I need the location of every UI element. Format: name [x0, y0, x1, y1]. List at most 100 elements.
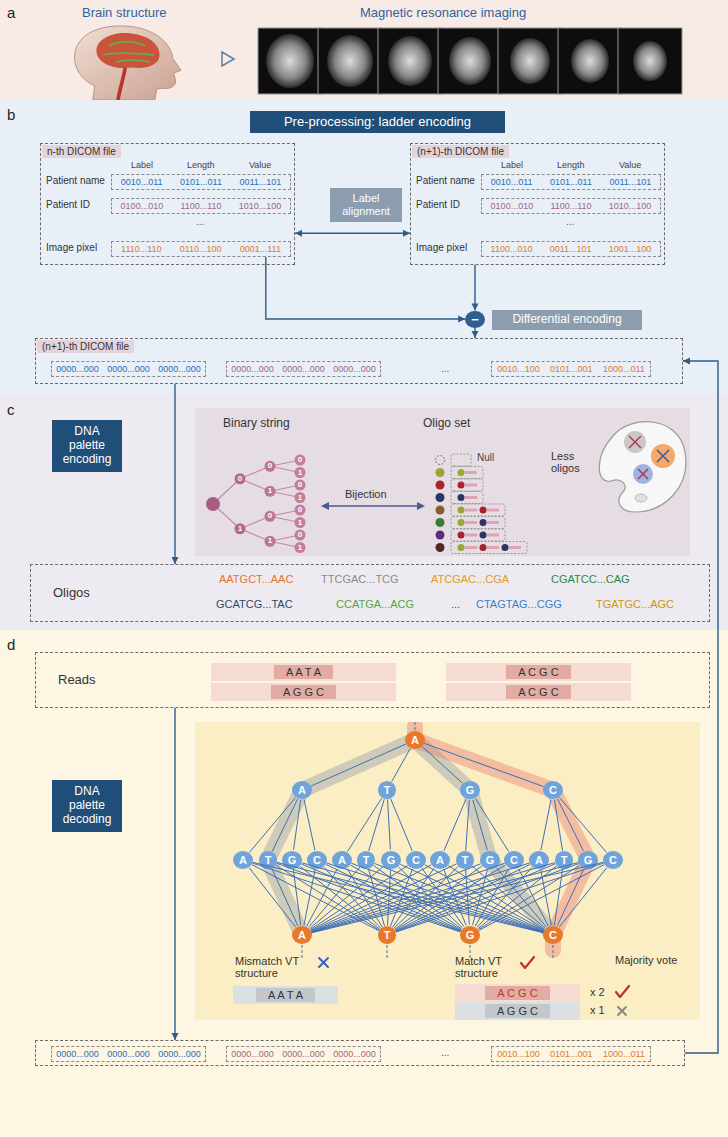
connector-line: [444, 869, 467, 925]
label-text: (n+1)-th DICOM file: [37, 340, 134, 353]
text-slot: Value: [249, 160, 271, 170]
base-circle: T: [357, 851, 376, 869]
text-slot: 0: [298, 456, 302, 464]
oligo-set: [480, 532, 487, 539]
label-text: x 1: [590, 1004, 605, 1016]
connector-line: [174, 708, 175, 1040]
oligo-set: [436, 493, 445, 502]
label-text: Image pixel: [46, 242, 97, 253]
connector: [399, 867, 463, 928]
connector: [311, 744, 406, 786]
connector-line: [497, 868, 547, 928]
step-label: Pre-processing: ladder encoding: [250, 111, 505, 133]
connector: [304, 870, 315, 925]
label-text: ...: [451, 598, 460, 610]
connector: [272, 869, 298, 926]
binary-value: 0000...000: [56, 1049, 99, 1060]
path-bands: [415, 726, 588, 950]
arrow-head: [472, 304, 479, 311]
base-circle: C: [603, 851, 623, 869]
connector: [277, 862, 543, 932]
process-box: Differential encoding: [492, 310, 642, 330]
head-figure: [75, 26, 181, 100]
text-slot: Mismatch VT structure: [235, 955, 299, 979]
tree-dots: [295, 492, 306, 503]
binary-value: 0101...011: [180, 177, 222, 188]
path-bands: [268, 740, 415, 935]
connector-line: [326, 864, 461, 930]
base-letter: A: [239, 855, 247, 866]
text-slot: x 2: [590, 986, 605, 998]
label-text: Less oligos: [551, 450, 595, 474]
connector-line: [324, 867, 381, 928]
connector: [392, 868, 434, 927]
binary-tree: [213, 460, 300, 548]
process-box: Label alignment: [330, 188, 402, 222]
oligo-set: [458, 532, 465, 539]
binary-value: 0011...101: [550, 244, 592, 255]
label-text: Value: [619, 160, 641, 170]
label-text: 1: [298, 519, 302, 527]
text-slot: Oligos: [53, 585, 90, 600]
connector: [390, 869, 412, 926]
connector-line: [396, 864, 579, 932]
text-slot: ...: [441, 363, 449, 374]
connector-line: [555, 800, 563, 851]
text-slot: 0: [238, 475, 242, 483]
base-letter: C: [510, 855, 518, 866]
label-text: 0: [298, 531, 302, 539]
base-circle: A: [529, 851, 549, 869]
base-letter: C: [313, 855, 321, 866]
oligo-set: [436, 531, 445, 540]
tree-dots: [265, 486, 276, 497]
connector: [302, 863, 544, 932]
text-slot: TGATGC...AGC: [596, 598, 674, 610]
connector: [422, 747, 462, 783]
mri-arrows: [525, 135, 535, 142]
text-slot: Less oligos: [551, 450, 595, 474]
connector: [541, 870, 551, 925]
connector-line: [253, 862, 544, 932]
connector-line: [312, 863, 578, 933]
connector: [395, 866, 482, 929]
label-text: Bijection: [345, 488, 387, 500]
connector-line: [249, 798, 295, 853]
connector-line: [399, 867, 463, 928]
connector-line: [400, 864, 544, 931]
connector-line: [253, 863, 461, 932]
read-strip: A G G C: [211, 683, 396, 701]
binary-value: 1110...110: [121, 244, 162, 255]
connector: [311, 865, 431, 930]
vote-marks: [319, 958, 328, 967]
connector-line: [448, 866, 544, 930]
connector-line: [479, 866, 580, 930]
arrow-head: [172, 557, 179, 564]
binary-value: 0100...010: [491, 201, 534, 212]
text-slot: (n+1)-th DICOM file: [37, 340, 134, 353]
panel-band: aBrain structureMagnetic resonance imagi…: [0, 0, 728, 100]
text-slot: Bijection: [345, 488, 387, 500]
connector: [295, 230, 410, 237]
label-text: CGATCC...CAG: [551, 573, 630, 585]
label-text: 0: [298, 481, 302, 489]
connector-line: [351, 863, 543, 931]
mri-arrows: [529, 95, 530, 136]
connector: [475, 869, 509, 927]
binary-value: 0010...011: [121, 177, 163, 188]
base-circle: G: [460, 926, 481, 944]
connector: [497, 868, 547, 928]
tree-dots: [265, 461, 276, 472]
label-text: CTAGTAG...CGG: [476, 598, 562, 610]
connector: [396, 864, 579, 932]
tree-dots: [295, 542, 306, 553]
oligo-set: [480, 544, 487, 551]
label-text: Patient ID: [46, 199, 90, 210]
connector: [400, 864, 544, 931]
value-row: 0010...0110101...0110011...101: [481, 174, 661, 190]
step-label: DNA palette decoding: [52, 780, 122, 832]
mri-slices: [498, 28, 562, 94]
label-text: 0: [238, 475, 242, 483]
base-circle: T: [378, 926, 397, 944]
